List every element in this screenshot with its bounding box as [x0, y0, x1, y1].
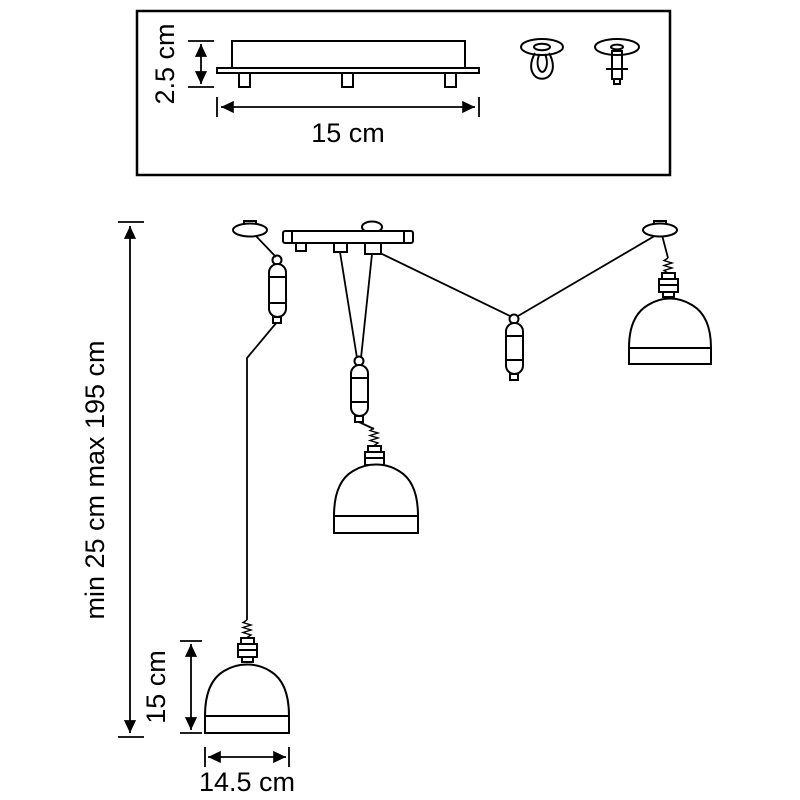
cord-diagonal-right [517, 233, 659, 317]
pendant-lamp-right [628, 257, 712, 365]
coiled-cord [661, 257, 675, 274]
cord-middle-b [360, 253, 373, 359]
canopy-body [231, 40, 466, 69]
coiled-cord [367, 427, 381, 447]
canopy-foot-middle [341, 72, 354, 88]
canopy-width-label: 15 cm [311, 118, 385, 148]
weight-body [268, 263, 287, 318]
canopy-width-dimension [216, 97, 480, 117]
pendant-lamp-left [204, 619, 290, 734]
mounting-cup-icon [520, 38, 564, 80]
bar-cord-outlet [364, 242, 382, 255]
ceiling-mount-right [642, 220, 678, 238]
bar-body [282, 230, 414, 244]
shade-width-dimension [204, 747, 290, 767]
counterweight-right [505, 313, 524, 381]
coiled-cord [240, 619, 254, 639]
canopy-foot-right [444, 72, 457, 88]
canopy-foot-left [238, 72, 251, 88]
top-panel: 2.5 cm 15 cm [135, 9, 672, 177]
ceiling-bar [282, 220, 414, 255]
top-panel-frame [135, 9, 672, 177]
weight-tip [354, 415, 364, 423]
cord-middle-link [358, 421, 375, 430]
canopy-side-view [216, 40, 480, 88]
counterweight-left [268, 254, 287, 324]
cord-left-drop [253, 233, 277, 258]
cord-middle-a [339, 251, 358, 359]
weight-tip [509, 373, 519, 381]
shade-outline [333, 463, 419, 534]
ceiling-mount-left [232, 220, 268, 238]
overall-height-dimension [118, 221, 144, 738]
weight-body [505, 322, 524, 375]
bar-connector [333, 242, 348, 253]
overall-height-label: min 25 cm max 195 cm [80, 340, 110, 619]
socket-neck [241, 656, 254, 663]
canopy-height-dimension [188, 40, 214, 88]
cord-left-lamp [246, 321, 278, 620]
pendant-drawing: min 25 cm max 195 cm [80, 220, 712, 797]
shade-outline [204, 663, 290, 734]
mounting-pin-icon [594, 38, 640, 85]
canopy-height-label: 2.5 cm [150, 23, 180, 104]
shade-width-label: 14.5 cm [199, 767, 295, 797]
shade-height-label: 15 cm [141, 650, 171, 724]
cord-diagonal-left [377, 251, 511, 317]
cord-right-lamp [661, 234, 669, 259]
counterweight-middle [350, 355, 369, 423]
shade-outline [628, 297, 712, 365]
pendant-lamp-middle [333, 427, 419, 534]
bar-connector [295, 242, 307, 252]
weight-body [350, 364, 369, 417]
socket-neck [662, 291, 675, 298]
suspension-cords [246, 233, 669, 620]
shade-height-dimension [180, 640, 202, 734]
weight-tip [272, 316, 282, 324]
